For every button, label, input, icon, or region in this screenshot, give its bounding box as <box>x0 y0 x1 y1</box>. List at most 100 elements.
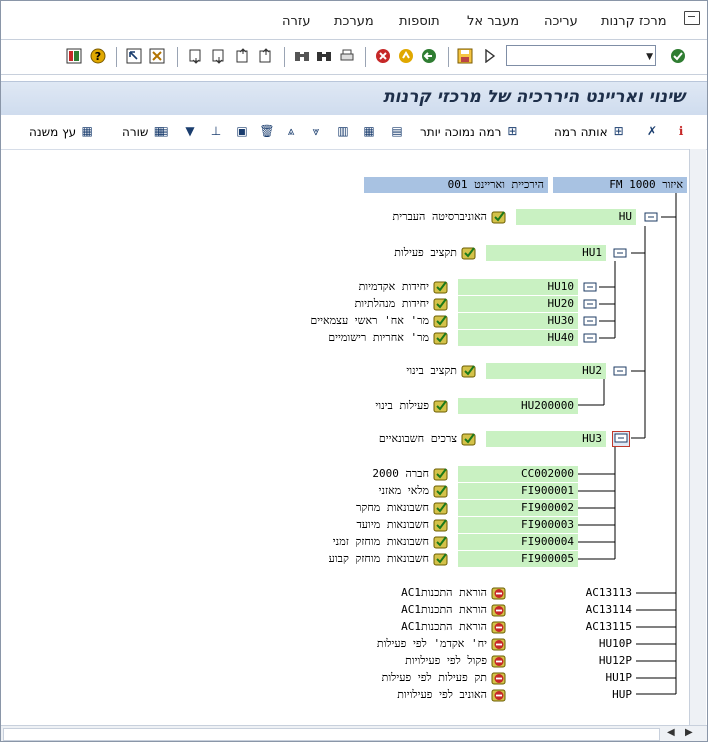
cut-node-icon[interactable]: ✗ <box>646 124 658 138</box>
node-code[interactable]: HUP <box>516 687 636 703</box>
filter-icon[interactable]: ▼ <box>185 124 195 138</box>
shortcut-icon[interactable] <box>125 47 143 65</box>
folder-toggle-icon[interactable] <box>583 298 597 310</box>
node-description: פקול לפי פעילויות <box>405 654 487 667</box>
last-page-icon[interactable] <box>257 47 275 65</box>
lower-level-button[interactable]: ⊞ רמה נמוכה יותר <box>420 124 520 139</box>
node-code[interactable]: FI900002 <box>458 500 578 516</box>
toolbar-separator <box>284 47 285 67</box>
previous-page-icon[interactable] <box>210 47 228 65</box>
exit-icon[interactable] <box>397 47 415 65</box>
horizontal-scrollbar[interactable]: ◀ ▶ <box>1 725 707 741</box>
node-description: חשבונאות מוחזק קבוע <box>328 552 429 565</box>
status-ok-icon <box>433 552 449 566</box>
node-description: תקציב בינוי <box>406 364 457 377</box>
node-code[interactable]: AC13114 <box>516 602 636 618</box>
node-code[interactable]: HU30 <box>458 313 578 329</box>
node-code[interactable]: FI900004 <box>458 534 578 550</box>
folder-toggle-icon[interactable] <box>583 315 597 327</box>
status-ok-icon <box>433 399 449 413</box>
standard-toolbar: ▼ <box>1 39 707 75</box>
play-icon[interactable] <box>481 47 499 65</box>
node-code[interactable]: HU1P <box>516 670 636 686</box>
delete-icon[interactable]: 🗑 <box>259 124 275 138</box>
application-toolbar: ℹ ✗ ⊞ אותה רמה ⊞ רמה נמוכה יותר ▤ ▦ ▥ ⩔ … <box>1 115 707 150</box>
find-icon[interactable] <box>293 47 311 65</box>
status-blocked-icon <box>491 688 507 702</box>
cancel-icon[interactable] <box>374 47 392 65</box>
save-icon[interactable] <box>456 47 474 65</box>
node-description: חברה 2000 <box>372 467 429 480</box>
insert-row-icon[interactable]: ▤ <box>391 124 403 138</box>
menu-help[interactable]: עזרה <box>282 14 311 29</box>
node-code[interactable]: HU20 <box>458 296 578 312</box>
menu-system[interactable]: מערכת <box>334 14 374 29</box>
status-ok-icon <box>433 331 449 345</box>
node-description: מר' אח' ראשי עצמאיים <box>310 314 429 327</box>
node-code[interactable]: AC13113 <box>516 585 636 601</box>
node-code[interactable]: HU10P <box>516 636 636 652</box>
folder-toggle-icon[interactable] <box>613 247 627 259</box>
customize-layout-icon[interactable] <box>65 47 83 65</box>
system-menu-icon[interactable] <box>684 11 700 25</box>
menu-edit[interactable]: עריכה <box>544 14 578 29</box>
node-description: חשבונאות מיועד <box>356 518 429 531</box>
print-icon[interactable] <box>338 47 356 65</box>
collapse-all-icon[interactable]: ⩓ <box>287 124 295 138</box>
menu-fund-center[interactable]: מרכז קרנות <box>601 14 667 29</box>
next-page-icon[interactable] <box>234 47 252 65</box>
node-code[interactable]: HU10 <box>458 279 578 295</box>
same-level-button[interactable]: ⊞ אותה רמה <box>554 124 627 139</box>
change-tree-label: עץ משנה <box>29 124 77 139</box>
status-ok-icon <box>433 518 449 532</box>
change-tree-button[interactable]: ▦ עץ משנה <box>29 124 95 139</box>
folder-toggle-icon[interactable] <box>612 431 630 447</box>
vertical-scrollbar[interactable] <box>689 149 706 725</box>
node-description: הוראת התכנותAC1 <box>401 586 487 599</box>
node-code[interactable]: HU200000 <box>458 398 578 414</box>
copy-node-icon[interactable]: ▥ <box>337 124 349 138</box>
row-button[interactable]: ▦ שורה <box>122 124 167 139</box>
node-code[interactable]: HU2 <box>486 363 606 379</box>
status-ok-icon <box>461 432 477 446</box>
node-description: הוראת התכנותAC1 <box>401 603 487 616</box>
folder-toggle-icon[interactable] <box>644 211 658 223</box>
node-code[interactable]: HU12P <box>516 653 636 669</box>
node-code[interactable]: FI900005 <box>458 551 578 567</box>
node-code[interactable]: FI900003 <box>458 517 578 533</box>
menu-goto[interactable]: מעבר אל <box>467 14 520 29</box>
row-label: שורה <box>122 124 149 139</box>
folder-toggle-icon[interactable] <box>583 332 597 344</box>
scroll-left-icon[interactable]: ◀ <box>667 727 675 738</box>
node-code[interactable]: HU3 <box>486 431 606 447</box>
node-code[interactable]: HU1 <box>486 245 606 261</box>
display-info-icon[interactable]: ℹ <box>678 124 684 138</box>
node-description: האוניב לפי פעילויות <box>397 688 487 701</box>
insert-block-icon[interactable]: ▦ <box>363 124 375 138</box>
horizontal-scrollbar-thumb[interactable] <box>3 728 660 741</box>
folder-toggle-icon[interactable] <box>583 281 597 293</box>
menu-extras[interactable]: תוספות <box>399 14 440 29</box>
help-icon[interactable]: ? <box>89 47 107 65</box>
page-title: שינוי ואריינט היררכיה של מרכזי קרנות <box>383 87 685 107</box>
command-field[interactable]: ▼ <box>506 45 656 66</box>
first-page-icon[interactable] <box>187 47 205 65</box>
expand-all-icon[interactable]: ⩔ <box>312 124 320 138</box>
detail-icon[interactable]: ▣ <box>236 124 248 138</box>
node-code[interactable]: HU <box>516 209 636 225</box>
lower-level-label: רמה נמוכה יותר <box>420 124 502 139</box>
back-icon[interactable] <box>420 47 438 65</box>
chevron-down-icon[interactable]: ▼ <box>646 52 653 62</box>
print-tree-icon[interactable]: ⊥ <box>210 124 222 138</box>
node-code[interactable]: CC002000 <box>458 466 578 482</box>
enter-check-icon[interactable] <box>669 47 687 65</box>
folder-toggle-icon[interactable] <box>613 365 627 377</box>
node-code[interactable]: FI900001 <box>458 483 578 499</box>
create-session-icon[interactable] <box>148 47 166 65</box>
scroll-right-icon[interactable]: ▶ <box>685 727 693 738</box>
status-blocked-icon <box>491 671 507 685</box>
find-next-icon[interactable] <box>315 47 333 65</box>
node-code[interactable]: AC13115 <box>516 619 636 635</box>
node-code[interactable]: HU40 <box>458 330 578 346</box>
position-icon[interactable]: ▤ <box>157 124 169 138</box>
